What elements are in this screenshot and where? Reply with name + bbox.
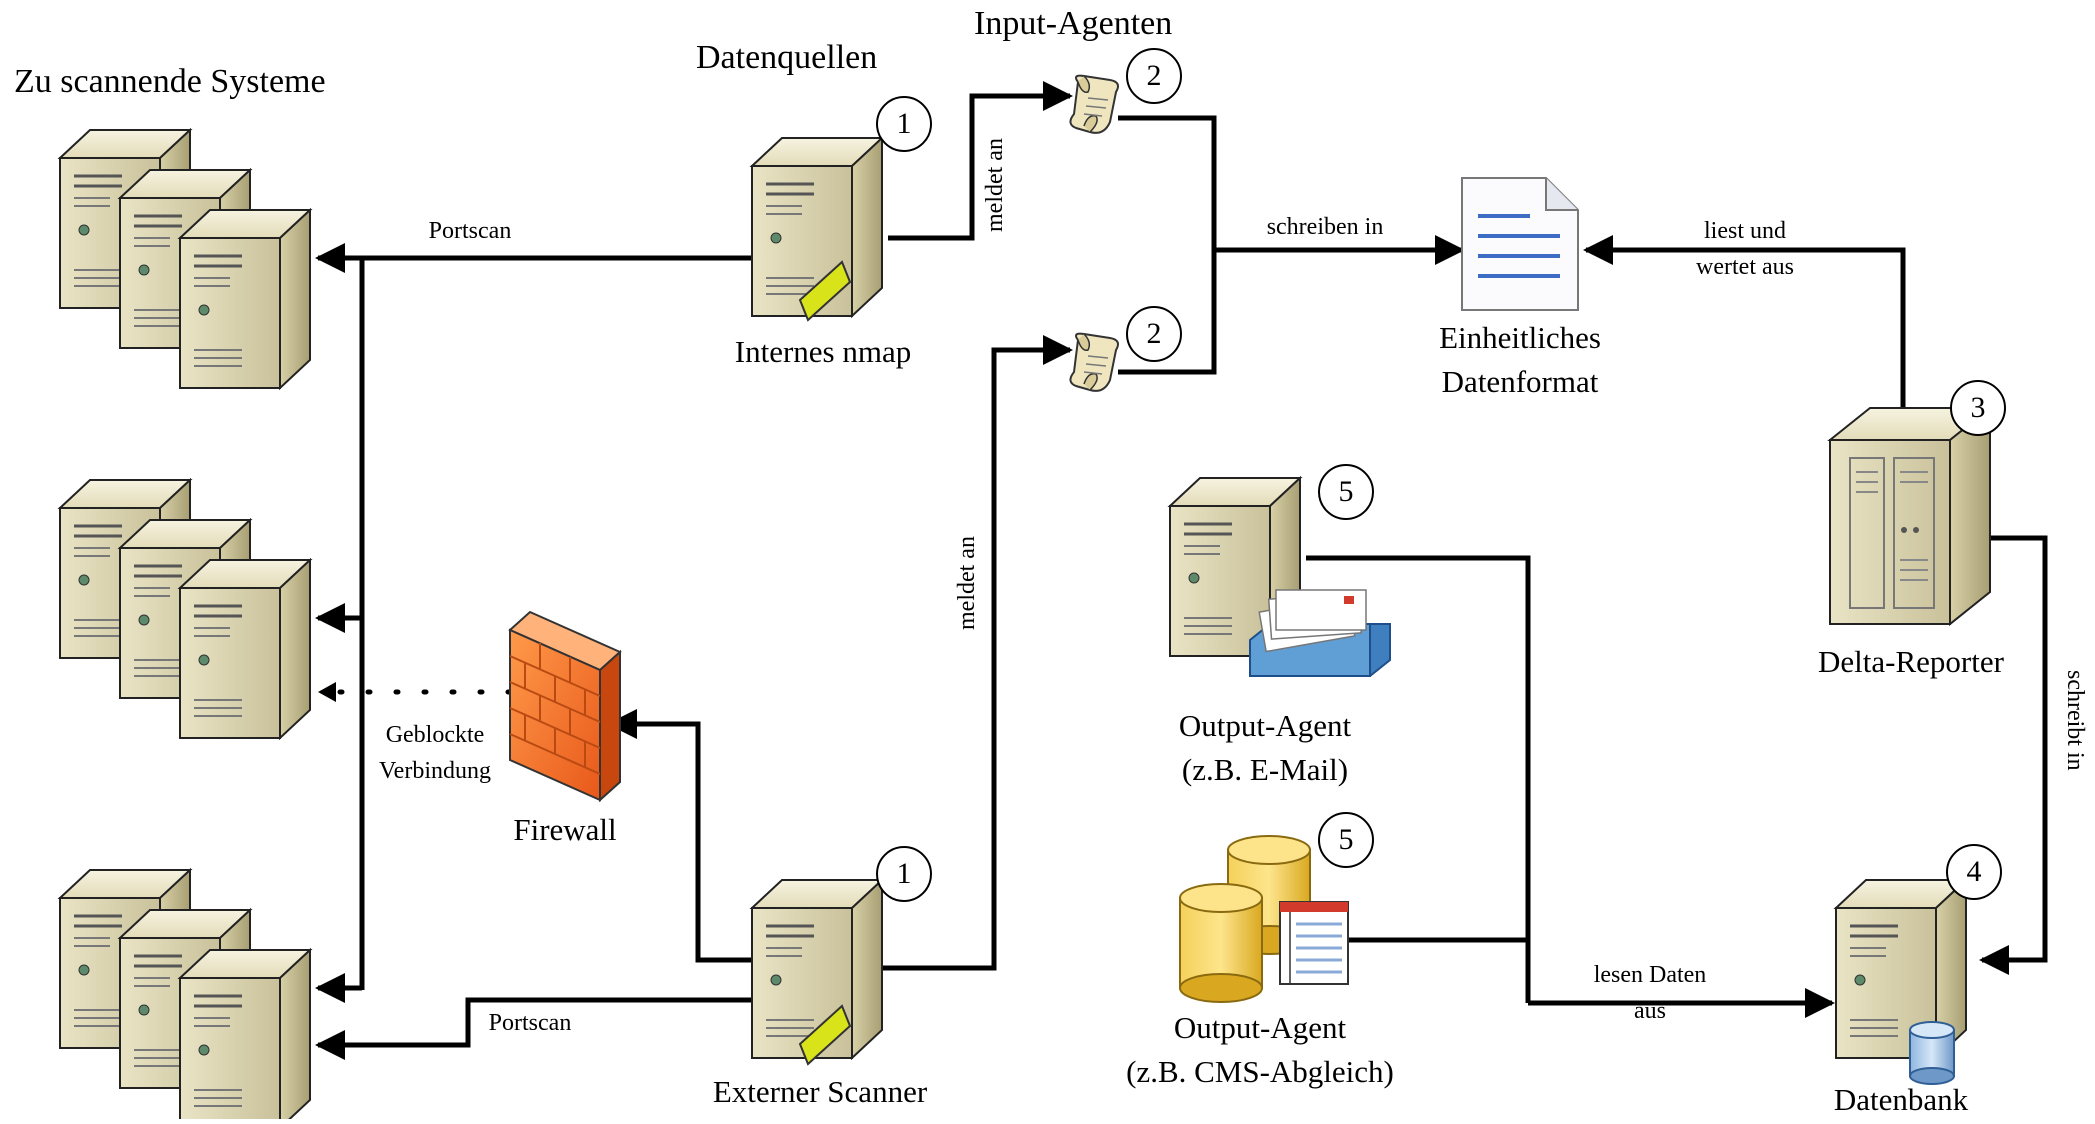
label-output-email-line2: (z.B. E-Mail) bbox=[1181, 752, 1349, 787]
step-badge-cms: 5 bbox=[1318, 812, 1374, 868]
edge-label-portscan-bottom: Portscan bbox=[488, 1010, 572, 1036]
connector-lines bbox=[315, 81, 2048, 1060]
label-output-cms-line2: (z.B. CMS-Abgleich) bbox=[1126, 1054, 1394, 1089]
scanner-server-icon bbox=[750, 878, 884, 1066]
edge-label-meldet-an-bottom: meldet an bbox=[954, 536, 980, 630]
label-firewall: Firewall bbox=[513, 812, 617, 847]
label-internes-nmap: Internes nmap bbox=[734, 334, 912, 369]
input-agent-top-icon bbox=[1069, 74, 1119, 134]
label-output-email-line1: Output-Agent bbox=[1178, 708, 1352, 743]
label-input-agenten: Input-Agenten bbox=[974, 5, 1173, 42]
output-cms-database-icon bbox=[1179, 835, 1349, 1003]
edge-schreibt-in bbox=[1979, 535, 2048, 975]
blocked-arrow-head bbox=[318, 682, 336, 702]
step-badge-nmap: 1 bbox=[876, 96, 932, 152]
label-datenbank: Datenbank bbox=[1833, 1082, 1969, 1117]
label-output-cms-line1: Output-Agent bbox=[1173, 1010, 1347, 1045]
edge-label-lesen-line1: lesen Daten bbox=[1593, 962, 1707, 988]
edge-label-liest-line1: liest und bbox=[1704, 218, 1786, 244]
label-delta-reporter: Delta-Reporter bbox=[1818, 644, 2004, 679]
edge-scanner-firewall bbox=[607, 709, 758, 963]
document-icon bbox=[1461, 177, 1579, 311]
output-email-server-icon bbox=[1168, 476, 1391, 677]
edge-label-blocked-line2: Verbindung bbox=[379, 758, 491, 784]
step-badge-scanner: 1 bbox=[876, 846, 932, 902]
label-externer-scanner: Externer Scanner bbox=[712, 1074, 928, 1109]
label-datenformat-line2: Datenformat bbox=[1441, 364, 1599, 399]
page-title: Zu scannende Systeme bbox=[14, 63, 326, 100]
step-badge-agent-bottom: 2 bbox=[1126, 306, 1182, 362]
edge-meldet-an-top bbox=[888, 81, 1073, 241]
step-badge-email: 5 bbox=[1318, 464, 1374, 520]
step-badge-delta: 3 bbox=[1950, 380, 2006, 436]
edge-liest bbox=[1583, 235, 1906, 408]
nmap-server-icon bbox=[750, 136, 884, 322]
edge-meldet-an-bottom bbox=[880, 335, 1073, 971]
delta-reporter-icon bbox=[1827, 405, 1993, 627]
edge-agent-top-join bbox=[1118, 115, 1217, 375]
edge-label-schreibt-in: schreibt in bbox=[2062, 670, 2088, 771]
edge-label-portscan-top: Portscan bbox=[428, 218, 512, 244]
edge-label-liest-line2: wertet aus bbox=[1696, 254, 1794, 280]
datenbank-server-icon bbox=[1834, 878, 1968, 1085]
firewall-icon bbox=[508, 610, 622, 803]
edge-label-blocked-line1: Geblockte bbox=[385, 722, 485, 748]
input-agent-bottom-icon bbox=[1069, 332, 1119, 392]
label-datenformat-line1: Einheitliches bbox=[1439, 320, 1601, 355]
label-datenquellen: Datenquellen bbox=[696, 39, 878, 76]
server-cluster-top bbox=[60, 130, 310, 388]
step-badge-agent-top: 2 bbox=[1126, 48, 1182, 104]
edge-label-schreiben-in: schreiben in bbox=[1266, 214, 1384, 240]
server-cluster-middle bbox=[60, 480, 310, 738]
step-badge-db: 4 bbox=[1946, 844, 2002, 900]
edge-label-meldet-an-top: meldet an bbox=[982, 138, 1008, 232]
edge-portscan-bottom bbox=[315, 997, 758, 1060]
edge-email-bus bbox=[1306, 555, 1531, 1003]
server-cluster-bottom bbox=[60, 870, 310, 1119]
edge-label-lesen-line2: aus bbox=[1634, 998, 1666, 1024]
